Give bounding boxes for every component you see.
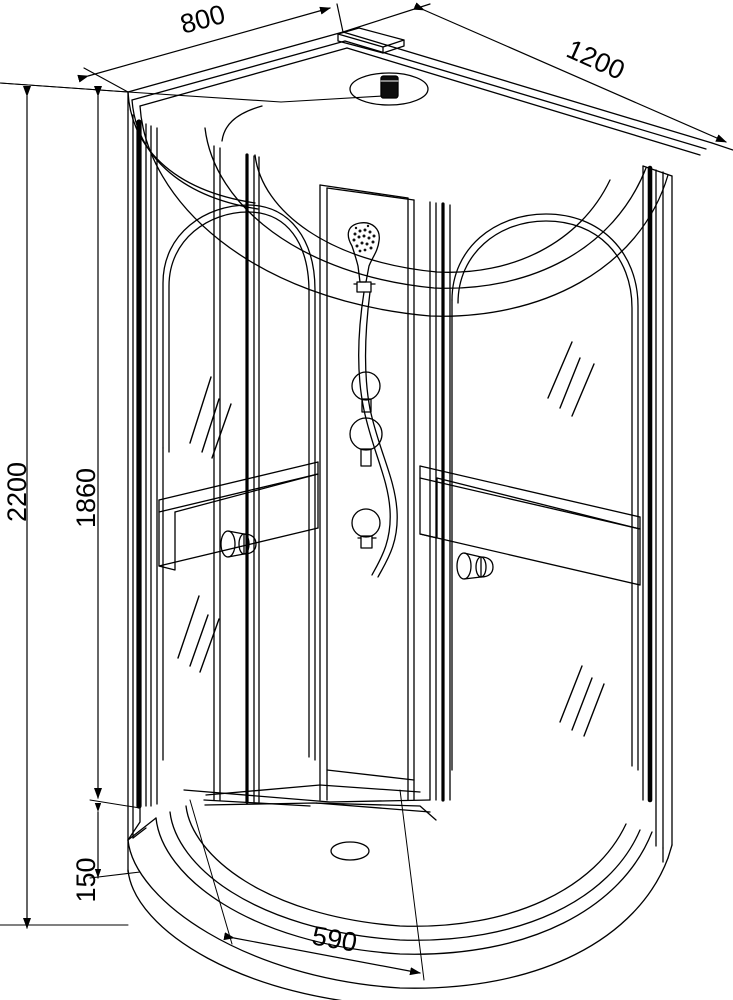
hand-shower-head — [347, 222, 380, 293]
ceiling-light-fixture — [349, 72, 429, 106]
glass-highlight-right-lower — [559, 665, 605, 737]
dimension-800 — [77, 3, 344, 93]
interior-shelf-rail — [158, 461, 641, 586]
control-knob-upper — [351, 371, 381, 413]
tray-back-ledge — [205, 784, 421, 796]
glass-highlight-left-upper — [189, 376, 232, 459]
frame-left — [127, 109, 158, 841]
dimension-label-2200: 2200 — [2, 462, 32, 522]
door-handle-right — [456, 552, 494, 580]
dimension-1200 — [342, 2, 733, 151]
shower-control-panel — [319, 184, 415, 801]
dimension-150 — [89, 803, 141, 879]
door-handle-left — [220, 530, 257, 558]
dimension-label-800: 800 — [177, 0, 228, 40]
shower-tray-base — [127, 789, 673, 1000]
dimension-label-1200: 1200 — [562, 34, 629, 86]
glass-highlight-right-upper — [547, 341, 595, 417]
drain-outlet — [330, 841, 370, 861]
dimension-2200 — [0, 82, 129, 929]
control-knob-middle — [349, 417, 383, 467]
shower-hose — [358, 291, 398, 578]
frame-right — [642, 165, 673, 849]
control-knob-lower — [351, 508, 381, 549]
dimension-label-590: 590 — [310, 920, 360, 957]
dimension-label-1860: 1860 — [71, 468, 101, 528]
dimension-label-150: 150 — [71, 857, 101, 902]
sliding-glass-door-right — [429, 201, 639, 802]
glass-highlight-left-lower — [177, 595, 220, 673]
dimension-1860 — [89, 86, 141, 809]
dimension-590 — [189, 789, 425, 981]
